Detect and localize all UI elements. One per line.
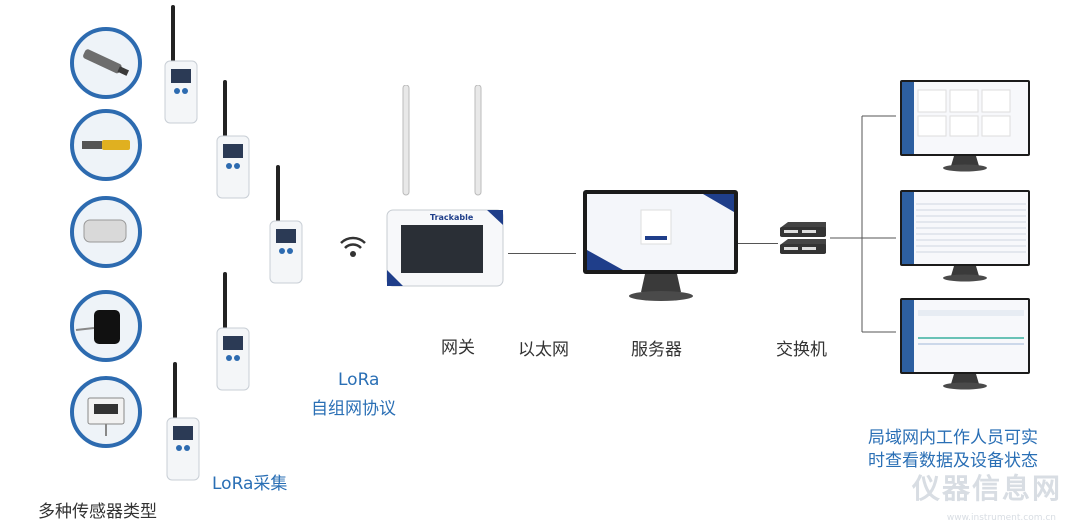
lan-connections bbox=[830, 115, 896, 333]
ethernet-line bbox=[508, 253, 576, 254]
sensor-probe-5 bbox=[70, 376, 142, 448]
gateway-brand: Trackable bbox=[430, 213, 474, 222]
lora-logger-2 bbox=[216, 80, 250, 199]
watermark: 仪器信息网 bbox=[911, 472, 1062, 505]
sensor-probe-1 bbox=[70, 27, 142, 99]
sensor-types-label: 多种传感器类型 bbox=[38, 502, 157, 522]
gateway-device bbox=[386, 85, 504, 287]
wifi-signal-icon bbox=[340, 236, 366, 257]
sensor-probe-2 bbox=[70, 109, 142, 181]
watermark-sub: www.instrument.com.cn bbox=[946, 513, 1056, 523]
lora-logger-3 bbox=[269, 165, 303, 284]
lora-protocol-label-2: 自组网协议 bbox=[311, 399, 396, 419]
ethernet-label: 以太网 bbox=[518, 340, 569, 360]
network-switch-icon bbox=[780, 222, 826, 254]
lan-description-line-1: 局域网内工作人员可实 bbox=[868, 428, 1038, 448]
switch-label: 交换机 bbox=[776, 340, 827, 360]
sensor-probe-3 bbox=[70, 196, 142, 268]
sensor-probe-4 bbox=[70, 290, 142, 362]
client-monitor-2 bbox=[900, 190, 1030, 282]
lan-description-line-2: 时查看数据及设备状态 bbox=[868, 451, 1038, 471]
lora-logger-5 bbox=[166, 362, 200, 481]
client-monitor-3 bbox=[900, 298, 1030, 390]
lora-logger-1 bbox=[164, 5, 198, 124]
gateway-label: 网关 bbox=[441, 338, 475, 358]
client-monitor-1 bbox=[900, 80, 1030, 172]
lora-collect-label: LoRa采集 bbox=[212, 474, 288, 494]
server-switch-line bbox=[738, 243, 778, 244]
lora-protocol-label-1: LoRa bbox=[338, 370, 380, 390]
lora-logger-4 bbox=[216, 272, 250, 391]
server-monitor bbox=[583, 190, 738, 301]
server-label: 服务器 bbox=[631, 340, 682, 360]
